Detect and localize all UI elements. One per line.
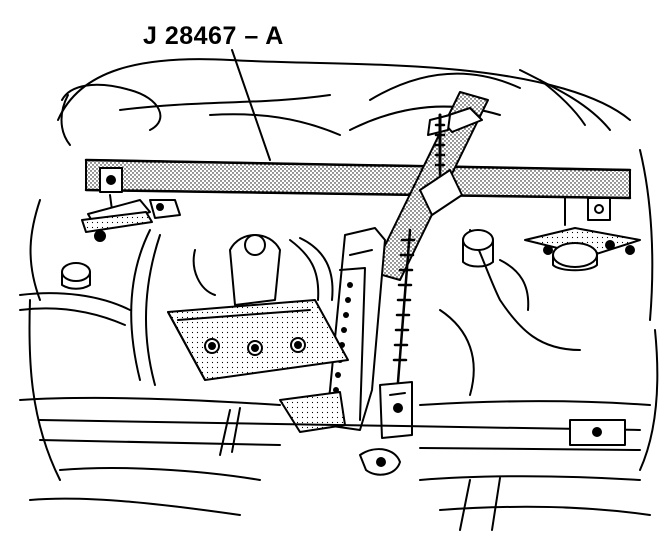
support-beam [84, 158, 632, 221]
engine-components [19, 229, 581, 396]
threaded-rods [392, 113, 446, 384]
valve-cover [167, 299, 349, 381]
vehicle-body-outline [28, 58, 659, 481]
left-support-foot [81, 194, 181, 242]
perforated-hook-bar [279, 227, 386, 433]
lower-frame [19, 396, 651, 531]
callout-leader-line [231, 49, 271, 161]
right-support-foot [524, 197, 641, 272]
lifting-arm [371, 91, 489, 281]
tool-number-label: J 28467 – A [143, 22, 284, 50]
lower-bracket [379, 381, 413, 439]
